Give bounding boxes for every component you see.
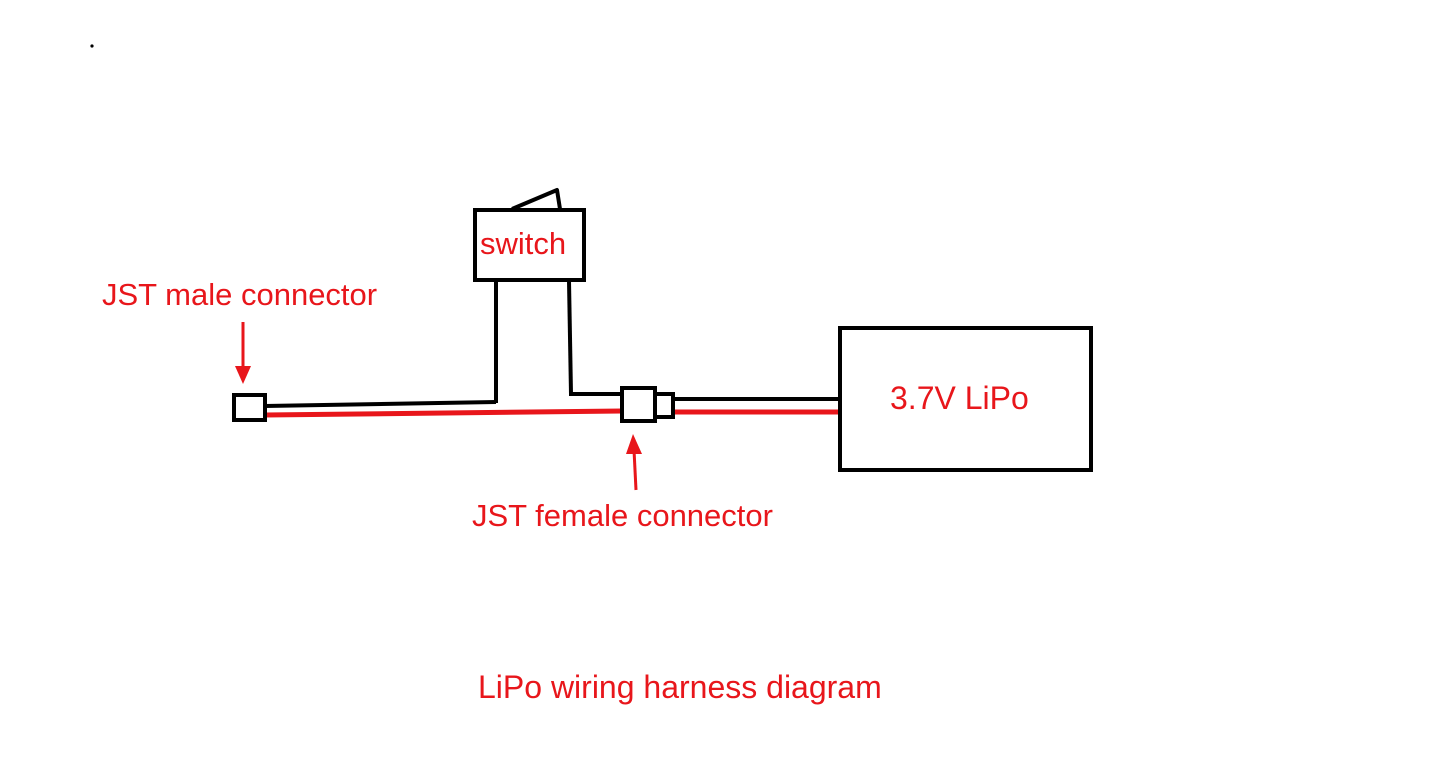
- jst-male-connector: [232, 393, 267, 422]
- diagram-title: LiPo wiring harness diagram: [478, 669, 882, 705]
- battery-label: 3.7V LiPo: [890, 380, 1029, 416]
- arrow-male-connector: [235, 322, 251, 384]
- battery-body: [838, 326, 1093, 472]
- wire-positive-male: [264, 408, 623, 418]
- male-connector-label: JST male connector: [102, 277, 378, 312]
- stray-dot: [90, 44, 94, 48]
- female-connector-label: JST female connector: [472, 498, 773, 533]
- switch-body: [473, 208, 586, 282]
- switch-leg-right: [567, 280, 573, 395]
- wire-negative-male: [264, 400, 497, 408]
- jst-female-connector: [620, 386, 657, 423]
- switch-label: switch: [480, 226, 567, 261]
- arrow-female-connector: [626, 434, 642, 491]
- switch-lever: [511, 188, 562, 211]
- jst-female-connector-plug: [653, 392, 675, 419]
